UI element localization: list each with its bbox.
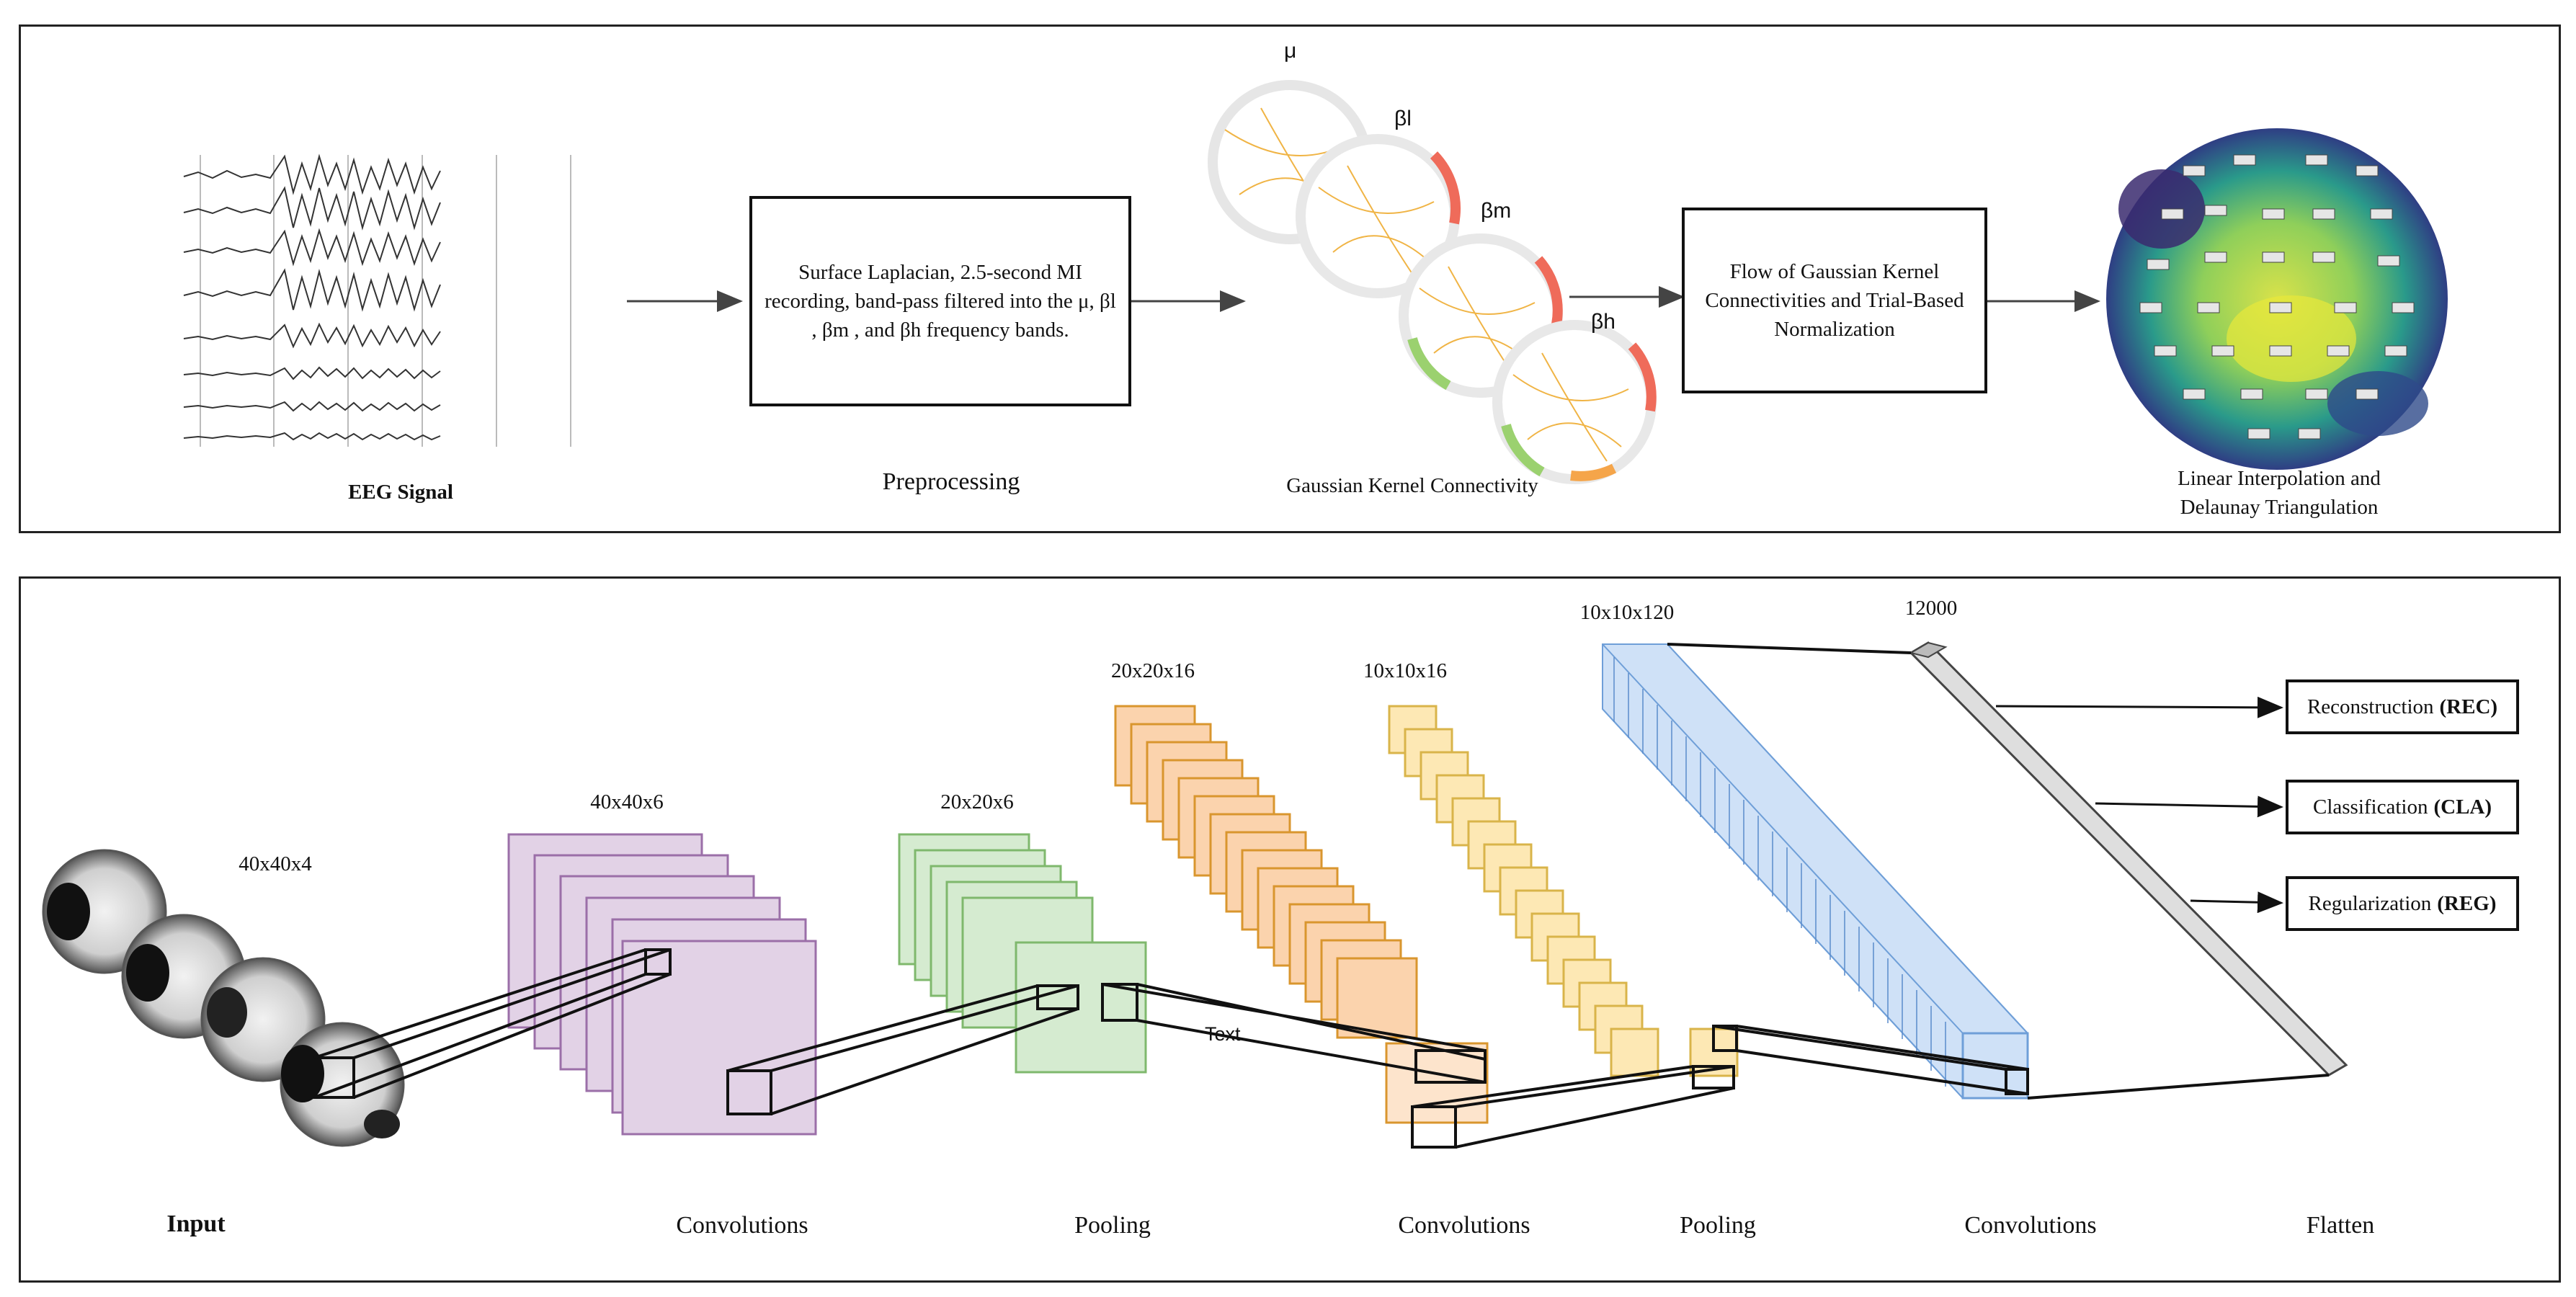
output-classification: Classification(CLA)	[2286, 780, 2519, 834]
flow-normalization-box: Flow of Gaussian Kernel Connectivities a…	[1682, 208, 1987, 393]
connectivity-circle-beta-l	[1296, 134, 1461, 298]
eeg-trace	[183, 228, 441, 267]
output-reconstruction-abbr: (REC)	[2439, 695, 2498, 718]
band-label-mu: μ	[1284, 39, 1297, 63]
output-arrows	[1995, 696, 2283, 914]
input-head-maps	[42, 849, 405, 1147]
topographic-map	[2106, 128, 2448, 470]
stray-text-label: Text	[1205, 1023, 1241, 1045]
connectivity-circle-beta-h	[1492, 320, 1657, 484]
band-label-beta-m: βm	[1481, 199, 1512, 223]
receptive-field-connectors	[313, 643, 2330, 1149]
dim-label-flatten: 12000	[1904, 597, 1958, 620]
output-regularization-label: Regularization	[2308, 891, 2432, 915]
output-reconstruction: Reconstruction(REC)	[2286, 679, 2519, 734]
dim-label-conv2: 20x20x16	[1111, 659, 1195, 682]
band-label-beta-l: βl	[1394, 107, 1412, 130]
preprocessing-label: Preprocessing	[882, 468, 1020, 495]
pool1-feature-maps	[898, 833, 1147, 1074]
interpolation-label-1: Linear Interpolation and	[2178, 467, 2381, 490]
output-classification-abbr: (CLA)	[2433, 795, 2492, 819]
eeg-trace	[183, 268, 441, 312]
output-reconstruction-label: Reconstruction	[2307, 695, 2434, 718]
band-label-beta-h: βh	[1591, 310, 1615, 334]
dim-label-conv1: 40x40x6	[590, 790, 664, 814]
dim-label-conv3: 10x10x120	[1579, 601, 1675, 624]
stage-label-input: Input	[166, 1211, 226, 1237]
preprocessing-box: Surface Laplacian, 2.5-second MI recordi…	[749, 196, 1131, 406]
dim-label-input: 40x40x4	[239, 852, 312, 875]
top-arrows	[627, 286, 2100, 312]
pool2-feature-maps	[1388, 705, 1739, 1077]
dim-label-pool1: 20x20x6	[940, 790, 1014, 814]
eeg-trace	[183, 432, 441, 441]
stage-label-pooling-2: Pooling	[1680, 1212, 1756, 1239]
interpolation-label-2: Delaunay Triangulation	[2180, 496, 2379, 519]
stage-label-convolutions-1: Convolutions	[676, 1212, 808, 1239]
eeg-trace	[183, 322, 441, 349]
conv1-feature-maps	[507, 833, 817, 1136]
eeg-trace	[183, 401, 441, 412]
stage-label-convolutions-3: Convolutions	[1964, 1212, 2097, 1239]
eeg-trace	[183, 186, 441, 231]
eeg-signal-plot	[183, 153, 571, 447]
dim-label-pool2: 10x10x16	[1363, 659, 1447, 682]
output-regularization: Regularization(REG)	[2286, 876, 2519, 931]
flatten-vector	[1909, 641, 2348, 1077]
eeg-signal-label: EEG Signal	[348, 481, 453, 504]
output-classification-label: Classification	[2312, 795, 2428, 819]
gaussian-kernel-label: Gaussian Kernel Connectivity	[1286, 474, 1538, 497]
stage-label-pooling-1: Pooling	[1074, 1212, 1151, 1239]
eeg-trace	[183, 153, 441, 195]
conv3-feature-maps	[1602, 643, 2029, 1100]
stage-label-convolutions-2: Convolutions	[1398, 1212, 1530, 1239]
output-regularization-abbr: (REG)	[2437, 891, 2497, 915]
eeg-trace	[183, 366, 441, 380]
stage-label-flatten: Flatten	[2306, 1212, 2375, 1239]
